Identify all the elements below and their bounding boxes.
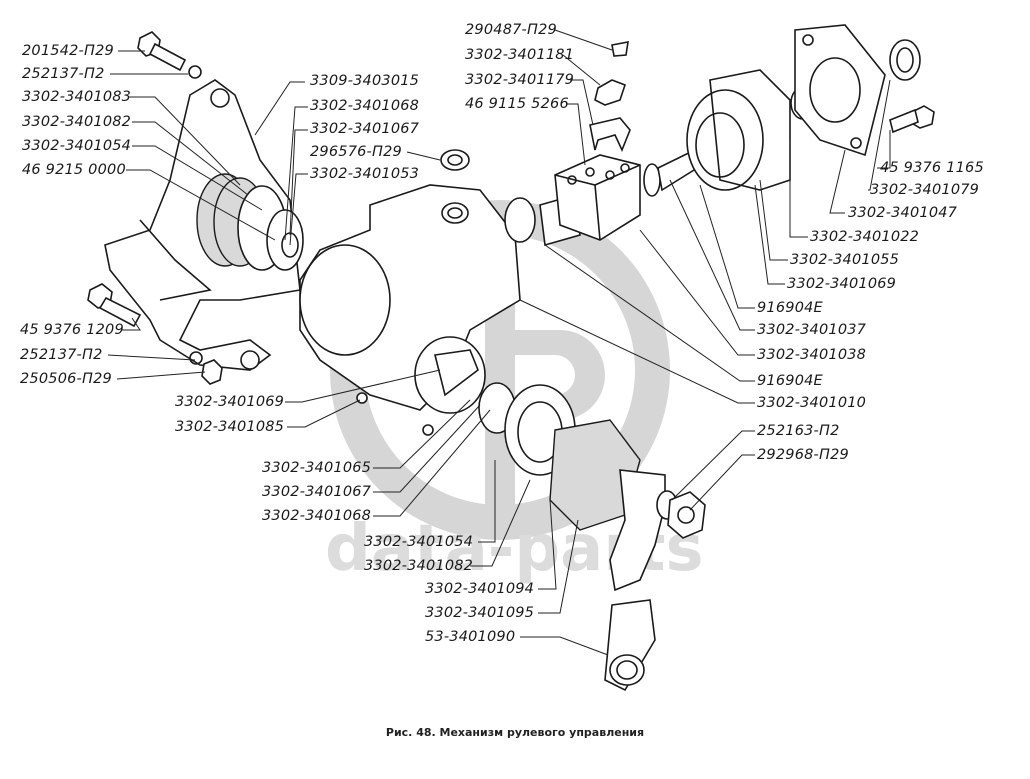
leader-3302-047 bbox=[829, 149, 846, 214]
part-label: 3302-3401054 bbox=[22, 138, 132, 154]
leader-3302-181 bbox=[562, 54, 601, 86]
part-label: 46 9215 0000 bbox=[22, 162, 126, 178]
part-label: 45 9376 1165 bbox=[880, 160, 984, 176]
part-label: 250506-П29 bbox=[20, 371, 112, 387]
leader-252137b bbox=[107, 354, 196, 361]
leader-3302-054b bbox=[478, 460, 496, 543]
part-label: 290487-П29 bbox=[465, 22, 557, 38]
part-label: 3302-3401067 bbox=[262, 484, 372, 500]
part-label: 3302-3401065 bbox=[262, 460, 372, 476]
part-label: 46 9115 5266 bbox=[465, 96, 569, 112]
leader-3302-038 bbox=[639, 229, 755, 356]
part-label: 3302-3401055 bbox=[790, 252, 900, 268]
bolt-201542 bbox=[137, 31, 202, 79]
part-label: 3302-3401022 bbox=[810, 229, 920, 245]
leader-3302-085 bbox=[287, 399, 361, 428]
plug-296576 bbox=[440, 149, 470, 171]
leader-469215 bbox=[126, 169, 276, 241]
part-label: 252137-П2 bbox=[22, 66, 105, 82]
leader-252163 bbox=[671, 430, 755, 501]
part-label: 252137-П2 bbox=[20, 347, 103, 363]
bearing-assembly-left bbox=[196, 173, 304, 271]
part-label: 3302-3401069 bbox=[787, 276, 897, 292]
leader-3302-095 bbox=[538, 519, 579, 614]
part-label: 3302-3401054 bbox=[364, 534, 474, 550]
bolt-459376-1209 bbox=[87, 283, 223, 385]
part-label: 3302-3401079 bbox=[870, 182, 980, 198]
leader-3309-015 bbox=[254, 81, 305, 136]
leader-290487 bbox=[554, 29, 613, 51]
leader-3302-053 bbox=[289, 173, 308, 246]
leader-916904b bbox=[544, 244, 755, 382]
leader-3302-065 bbox=[373, 399, 471, 469]
part-label: 916904E bbox=[757, 300, 823, 316]
part-label: 916904E bbox=[757, 373, 823, 389]
leader-53-090 bbox=[520, 636, 609, 656]
leader-3302-082a bbox=[132, 121, 249, 196]
leader-292968 bbox=[689, 454, 755, 511]
leader-459376-1209 bbox=[122, 317, 141, 331]
part-label: 3302-3401082 bbox=[364, 558, 474, 574]
part-label: 3302-3401038 bbox=[757, 347, 867, 363]
part-label: 3302-3401053 bbox=[310, 166, 420, 182]
part-label: 3302-3401094 bbox=[425, 581, 535, 597]
leader-3302-079 bbox=[868, 79, 891, 191]
part-label: 45 9376 1209 bbox=[20, 322, 124, 338]
leader-3302-054a bbox=[132, 145, 263, 211]
part-label: 3302-3401181 bbox=[465, 47, 575, 63]
steering-gear-housing bbox=[299, 184, 521, 414]
part-label: 3302-3401047 bbox=[848, 205, 958, 221]
part-label: 3302-3401179 bbox=[465, 72, 575, 88]
leader-3302-069b bbox=[285, 369, 441, 403]
clamp-and-screw bbox=[594, 41, 629, 106]
leader-296576 bbox=[406, 151, 441, 161]
leader-3302-067b bbox=[373, 404, 481, 493]
control-valve bbox=[504, 117, 711, 247]
upper-cover bbox=[686, 24, 935, 191]
part-label: 3309-3403015 bbox=[310, 73, 420, 89]
part-label: 3302-3401069 bbox=[175, 394, 285, 410]
leader-3302-068a bbox=[284, 106, 308, 241]
leader-459376-1165 bbox=[877, 130, 891, 169]
part-label: 3302-3401037 bbox=[757, 322, 867, 338]
part-label: 3302-3401082 bbox=[22, 114, 132, 130]
part-label: 3302-3401085 bbox=[175, 419, 285, 435]
leader-3302-010 bbox=[519, 299, 755, 404]
part-label: 296576-П29 bbox=[310, 144, 402, 160]
part-label: 53-3401090 bbox=[425, 629, 516, 645]
part-label: 201542-П29 bbox=[22, 43, 114, 59]
leader-3302-179 bbox=[570, 79, 594, 126]
leader-3302-067a bbox=[289, 129, 308, 236]
part-label: 3302-3401068 bbox=[262, 508, 372, 524]
leader-469115 bbox=[566, 103, 586, 166]
leader-3302-083 bbox=[128, 96, 241, 186]
part-label: 252163-П2 bbox=[757, 423, 840, 439]
leader-916904a bbox=[699, 184, 755, 309]
leader-3302-094 bbox=[538, 499, 557, 590]
leader-3302-068b bbox=[373, 409, 491, 517]
figure-caption: Рис. 48. Механизм рулевого управления bbox=[385, 726, 645, 739]
part-label: 3302-3401083 bbox=[22, 89, 132, 105]
part-label: 3302-3401068 bbox=[310, 98, 420, 114]
leader-3302-037 bbox=[669, 179, 755, 331]
leader-3302-022 bbox=[789, 140, 808, 238]
leader-250506 bbox=[116, 371, 206, 380]
part-label: 3302-3401095 bbox=[425, 605, 535, 621]
part-label: 292968-П29 bbox=[757, 447, 849, 463]
pitman-arm bbox=[604, 599, 656, 692]
part-label: 3302-3401067 bbox=[310, 121, 420, 137]
part-label: 3302-3401010 bbox=[757, 395, 867, 411]
leader-3302-082b bbox=[470, 479, 531, 567]
leader-3302-069a bbox=[754, 184, 785, 285]
leader-3302-055 bbox=[759, 179, 788, 261]
